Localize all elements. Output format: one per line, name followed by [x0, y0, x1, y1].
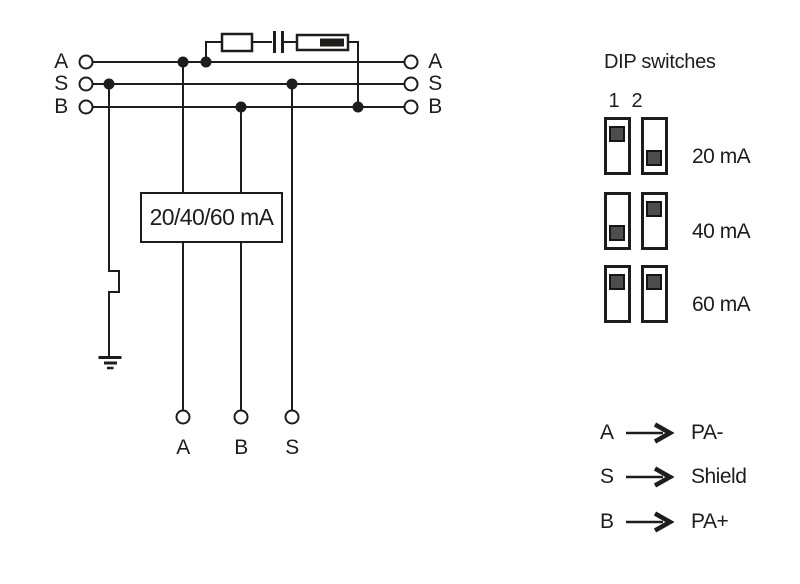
- dip-row-label: 40 mA: [692, 220, 751, 243]
- label-left-terminal-s: S: [54, 72, 68, 95]
- dip-switch-2-up: [641, 192, 668, 250]
- label-bottom-terminal-s: S: [285, 436, 299, 459]
- label-left-terminal-a: A: [54, 50, 68, 73]
- arrow-right-icon: [626, 511, 674, 533]
- dip-switch-knob: [646, 201, 662, 217]
- dip-switch-1-down: [604, 192, 631, 250]
- wire-shield-to-ground: [108, 84, 120, 356]
- junction-dot: [286, 78, 298, 90]
- legend-signal-label: PA+: [691, 510, 729, 533]
- junction-dot: [352, 101, 364, 113]
- legend-signal-label: PA-: [691, 421, 723, 444]
- legend-terminal-label: S: [600, 465, 614, 488]
- terminal-left-s: [78, 76, 94, 92]
- dip-switch-knob: [609, 225, 625, 241]
- current-rating-label: 20/40/60 mA: [149, 204, 274, 230]
- dip-switch-1-up: [604, 117, 631, 175]
- terminal-right-s: [403, 76, 419, 92]
- wire-branch-right-riser: [348, 41, 359, 107]
- label-bottom-terminal-a: A: [176, 436, 190, 459]
- dip-switch-knob: [646, 274, 662, 290]
- label-right-terminal-s: S: [428, 72, 442, 95]
- dip-switch-numbers: 1 2: [604, 90, 664, 113]
- dip-switch-number-1: 1: [608, 90, 620, 112]
- label-left-terminal-b: B: [54, 95, 68, 118]
- dip-switch-number-2: 2: [631, 90, 643, 112]
- junction-dot: [103, 78, 115, 90]
- label-right-terminal-b: B: [428, 95, 442, 118]
- terminal-left-a: [78, 54, 94, 70]
- junction-dots: [103, 56, 364, 113]
- legend-signal-label: Shield: [691, 465, 747, 488]
- label-right-terminal-a: A: [428, 50, 442, 73]
- terminal-right-b: [403, 99, 419, 115]
- junction-dot: [177, 56, 189, 68]
- junction-dot: [200, 56, 212, 68]
- dip-switches-title: DIP switches: [604, 51, 716, 73]
- dip-switch-knob: [609, 274, 625, 290]
- dip-row-40-ma: 40 mA: [604, 192, 800, 250]
- terminal-bottom-b: [233, 409, 249, 425]
- terminal-bottom-a: [175, 409, 191, 425]
- fuse-element: [320, 38, 344, 47]
- dip-row-label: 20 mA: [692, 145, 751, 168]
- dip-switch-2-up: [641, 265, 668, 323]
- terminal-circles: [78, 54, 419, 425]
- junction-dot: [235, 101, 247, 113]
- legend-terminal-label: A: [600, 421, 614, 444]
- arrow-right-icon: [626, 466, 674, 488]
- wire-branch-left-riser: [205, 41, 222, 62]
- terminal-right-a: [403, 54, 419, 70]
- label-bottom-terminal-b: B: [234, 436, 248, 459]
- dip-switch-1-up: [604, 265, 631, 323]
- legend-terminal-label: B: [600, 510, 614, 533]
- legend-row-a: A PA-: [600, 421, 723, 445]
- terminal-left-b: [78, 99, 94, 115]
- dip-switch-knob: [609, 126, 625, 142]
- dip-row-label: 60 mA: [692, 293, 751, 316]
- resistor-symbol: [220, 32, 254, 53]
- dip-row-60-ma: 60 mA: [604, 265, 800, 323]
- legend-row-s: S Shield: [600, 465, 747, 489]
- dip-switch-2-down: [641, 117, 668, 175]
- terminal-bottom-s: [284, 409, 300, 425]
- dip-switch-knob: [646, 150, 662, 166]
- arrow-right-icon: [626, 422, 674, 444]
- legend-row-b: B PA+: [600, 510, 729, 534]
- current-rating-box: 20/40/60 mA: [140, 192, 283, 243]
- dip-row-20-ma: 20 mA: [604, 117, 800, 175]
